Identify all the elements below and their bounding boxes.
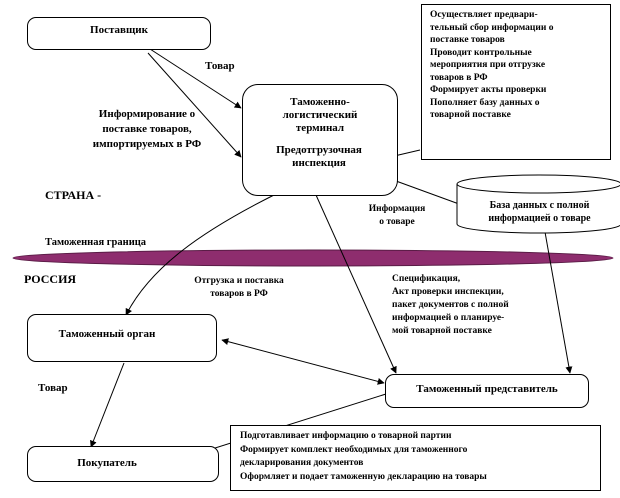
supplier-label: Поставщик (90, 24, 148, 36)
customs-body-node[interactable] (27, 314, 217, 362)
inspection-duty-line: товаров в РФ (430, 72, 488, 83)
informing-line: импортируемых в РФ (92, 138, 202, 150)
inspection-duty-line: поставке товаров (430, 35, 505, 45)
goods-top-label: Товар (205, 60, 235, 72)
arrow-supplier-terminal-goods (149, 48, 242, 109)
informing-line: поставке товаров, (102, 123, 192, 135)
terminal-node[interactable] (242, 84, 398, 196)
arrow-customs-rep-buyer (192, 393, 387, 457)
arrow-supplier-terminal-info (147, 52, 242, 158)
arrow-customs-body-buyer (90, 362, 125, 448)
rep-duty-line: декларирования документов (240, 458, 364, 468)
customs-border-band (12, 249, 614, 267)
spec-line: Акт проверки инспекции, (392, 287, 504, 297)
info-goods-line: о товаре (379, 216, 415, 227)
inspection-duties-text: Осуществляет предвари- тельный сбор инфо… (430, 9, 610, 122)
rep-duties-note (230, 425, 601, 491)
arrow-database-customs-rep (544, 231, 573, 374)
goods-bottom-label: Товар (38, 382, 68, 394)
inspection-duties-note (421, 4, 611, 160)
inspection-duty-line: товарной поставке (430, 110, 511, 120)
customs-body-label: Таможенный орган (58, 328, 156, 340)
russia-label: РОССИЯ (24, 272, 77, 286)
rep-duties-text: Подготавливает информацию о товарной пар… (240, 430, 600, 484)
shipment-line: Отгрузка и поставка (194, 276, 284, 286)
spec-line: информацией о планируе- (392, 313, 505, 323)
inspection-label: Предотгрузочная инспекция (276, 144, 362, 169)
informing-line: Информирование о (98, 108, 196, 120)
spec-line: пакет документов с полной (392, 300, 509, 310)
database-label[interactable]: База данных с полной информацией о товар… (488, 200, 591, 224)
spec-line: мой товарной поставке (392, 326, 492, 336)
supplier-node[interactable] (27, 17, 211, 50)
buyer-node[interactable] (27, 446, 219, 482)
inspection-duty-line: Проводит контрольные (430, 47, 532, 58)
info-goods-line: Информация (368, 204, 426, 214)
info-goods-label: Информация о товаре (364, 203, 430, 228)
customs-rep-label: Таможенный представитель (416, 383, 558, 395)
country-label: СТРАНА - (45, 188, 102, 202)
inspection-duty-line: Формирует акты проверки (430, 85, 547, 95)
shipment-label: Отгрузка и поставка товаров в РФ (176, 275, 302, 300)
rep-duty-line: Оформляет и подает таможенную декларацию… (240, 471, 487, 482)
inspection-duty-line: Пополняет базу данных о (430, 97, 540, 108)
arrow-customs-body-rep (221, 338, 385, 385)
buyer-label: Покупатель (77, 457, 137, 469)
informing-label: Информирование о поставке товаров, импор… (74, 107, 220, 152)
customs-rep-node[interactable] (385, 374, 589, 408)
customs-border-label: Таможенная граница (45, 237, 147, 248)
terminal-label: Таможенно-логистический терминал (282, 96, 358, 134)
spec-line: Спецификация, (392, 274, 461, 284)
rep-duty-line: Формирует комплект необходимых для тамож… (240, 444, 468, 455)
inspection-duty-line: Осуществляет предвари- (430, 10, 538, 20)
specification-label: Спецификация, Акт проверки инспекции, па… (366, 273, 546, 338)
shipment-line: товаров в РФ (210, 288, 268, 299)
database-cylinder (456, 174, 620, 234)
rep-duty-line: Подготавливает информацию о товарной пар… (240, 431, 452, 441)
inspection-duty-line: мероприятия при отгрузке (430, 60, 546, 70)
arrow-terminal-customs-body (125, 193, 277, 316)
inspection-duty-line: тельный сбор информации о (430, 22, 554, 33)
